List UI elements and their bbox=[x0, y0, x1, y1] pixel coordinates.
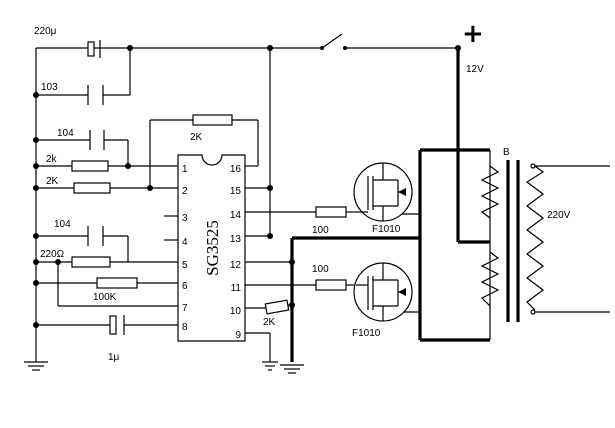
pin-2: 2 bbox=[182, 186, 188, 197]
mosfet-b bbox=[353, 262, 413, 322]
label-res-220ohm: 220Ω bbox=[40, 249, 65, 260]
label-res-100-b: 100 bbox=[312, 264, 329, 275]
ic-right-wiring bbox=[245, 48, 356, 362]
supply-plus-sign: + bbox=[462, 19, 484, 49]
pin-6: 6 bbox=[182, 281, 188, 292]
label-cap-1u: 1μ bbox=[108, 352, 120, 363]
label-res-2K-top: 2K bbox=[190, 132, 203, 143]
power-wiring bbox=[290, 48, 491, 362]
power-switch bbox=[320, 33, 347, 50]
label-transformer: B bbox=[503, 147, 510, 158]
resistor-100K bbox=[96, 277, 138, 289]
ground-left-icon bbox=[24, 361, 48, 371]
label-cap-220u: 220μ bbox=[34, 26, 57, 37]
ground-ic-icon bbox=[262, 361, 278, 371]
label-res-2k-a: 2k bbox=[46, 154, 58, 165]
pin-7: 7 bbox=[182, 303, 188, 314]
transformer bbox=[480, 160, 610, 322]
ground-power-icon bbox=[280, 364, 304, 374]
pin-1: 1 bbox=[182, 164, 188, 175]
capacitor-103 bbox=[87, 85, 104, 105]
pin-16: 16 bbox=[230, 164, 242, 175]
capacitor-1u bbox=[109, 315, 125, 335]
label-cap-104-b: 104 bbox=[54, 219, 71, 230]
resistor-2K-c bbox=[264, 299, 290, 315]
pin-13: 13 bbox=[230, 234, 242, 245]
capacitor-104-a bbox=[89, 130, 105, 150]
pin-15: 15 bbox=[230, 186, 242, 197]
left-wiring bbox=[35, 47, 460, 362]
resistor-100-b bbox=[315, 279, 347, 291]
label-cap-103: 103 bbox=[41, 82, 58, 93]
label-mosfet-a: F1010 bbox=[372, 224, 401, 235]
pin-14: 14 bbox=[230, 210, 242, 221]
ic-name: SG3525 bbox=[203, 220, 222, 276]
label-res-100K: 100K bbox=[93, 292, 117, 303]
label-mosfet-b: F1010 bbox=[352, 328, 381, 339]
capacitor-220u bbox=[87, 40, 101, 58]
label-cap-104-a: 104 bbox=[57, 128, 74, 139]
capacitor-104-b bbox=[87, 226, 104, 246]
mosfet-a bbox=[353, 162, 413, 222]
label-res-2K-c: 2K bbox=[263, 317, 276, 328]
junction-dots bbox=[33, 45, 461, 328]
resistor-220ohm bbox=[71, 256, 111, 268]
resistor-2K-top bbox=[192, 114, 233, 126]
resistor-2K-b bbox=[73, 182, 111, 194]
pin-8: 8 bbox=[182, 322, 188, 333]
label-output-voltage: 220V bbox=[547, 210, 571, 221]
label-res-100-a: 100 bbox=[312, 225, 329, 236]
pin-10: 10 bbox=[230, 306, 242, 317]
pin-11: 11 bbox=[231, 283, 242, 294]
resistor-100-a bbox=[315, 206, 347, 218]
resistor-2k-a bbox=[71, 160, 109, 172]
pin-4: 4 bbox=[182, 237, 188, 248]
ic-sg3525: SG3525 1 2 3 4 5 6 7 8 16 15 14 13 12 11… bbox=[177, 154, 246, 342]
pin-5: 5 bbox=[182, 260, 188, 271]
pin-9: 9 bbox=[235, 330, 241, 341]
label-res-2K-b: 2K bbox=[46, 176, 59, 187]
pin-12: 12 bbox=[230, 260, 242, 271]
pin-3: 3 bbox=[182, 213, 188, 224]
label-supply-voltage: 12V bbox=[466, 64, 484, 75]
